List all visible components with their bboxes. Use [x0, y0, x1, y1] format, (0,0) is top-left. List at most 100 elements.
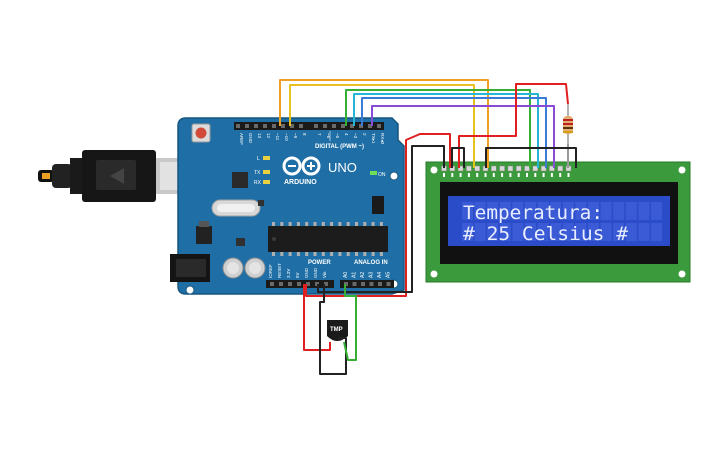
- digital-pin-hole[interactable]: [341, 124, 345, 128]
- lcd-cell: [651, 202, 662, 220]
- digital-pin-hole[interactable]: [377, 124, 381, 128]
- wire-cyan: [353, 93, 539, 168]
- digital-pin-hole[interactable]: [350, 124, 354, 128]
- lcd-cell: [487, 223, 499, 241]
- lcd-cell: [625, 202, 637, 220]
- lcd-pin[interactable]: [532, 165, 539, 172]
- analog-pin-hole[interactable]: [361, 282, 365, 286]
- wire-orange: [279, 79, 489, 168]
- digital-pin-hole[interactable]: [236, 124, 240, 128]
- lcd-cell: [537, 223, 549, 241]
- lcd-pin[interactable]: [491, 165, 497, 172]
- power-pin-label: 3.3V: [286, 269, 291, 278]
- digital-pin-hole[interactable]: [314, 124, 318, 128]
- digital-pin-label: RX◂0: [380, 133, 385, 145]
- digital-pin-hole[interactable]: [245, 124, 249, 128]
- atmega-chip: [268, 222, 388, 256]
- digital-pin-hole[interactable]: [254, 124, 258, 128]
- arduino-logo-text: ARDUINO: [284, 179, 317, 186]
- analog-pin-hole[interactable]: [352, 282, 357, 286]
- power-pin-hole[interactable]: [324, 282, 328, 286]
- on-led-label: ON: [378, 172, 386, 178]
- lcd-cell: [499, 223, 511, 241]
- analog-pin-label: A5: [386, 272, 392, 278]
- power-pin-hole[interactable]: [297, 282, 301, 286]
- lcd-pin[interactable]: [549, 165, 555, 172]
- lcd-pin[interactable]: [474, 165, 480, 172]
- digital-pin-label: AREF: [239, 133, 244, 145]
- digital-pin-hole[interactable]: [263, 124, 267, 128]
- power-pin-label: GND: [304, 267, 309, 278]
- digital-pin-label: 4: [344, 133, 349, 136]
- wire-red-sensor: [303, 284, 331, 351]
- wire-green-sensor: [343, 284, 357, 361]
- digital-pin-label: ~10: [284, 133, 289, 141]
- lcd-cell: [638, 223, 650, 241]
- status-leds: L TX RX ON: [254, 156, 386, 186]
- digital-pin-label: 13: [257, 133, 262, 139]
- digital-pin-hole[interactable]: [272, 124, 276, 128]
- small-component: [236, 238, 245, 246]
- lcd-cell: [550, 202, 562, 220]
- digital-pin-hole[interactable]: [290, 124, 294, 128]
- dc-power-jack: [170, 254, 210, 282]
- capacitors: [222, 257, 266, 279]
- lcd-pin[interactable]: [540, 165, 547, 172]
- power-pin-hole[interactable]: [270, 282, 274, 286]
- lcd-cell: [625, 223, 637, 241]
- lcd-line-1: Temperatura:: [463, 202, 603, 224]
- lcd-cell: [462, 223, 473, 241]
- lcd-pin[interactable]: [457, 165, 464, 172]
- power-pin-hole[interactable]: [288, 282, 292, 286]
- lcd-cell: [613, 223, 625, 241]
- digital-pin-hole[interactable]: [332, 124, 336, 128]
- wire-black-lcd-2: [451, 147, 465, 168]
- digital-pin-hole[interactable]: [299, 124, 303, 128]
- led-tx-label: TX: [254, 170, 261, 176]
- digital-pin-label: TX▸1: [371, 133, 376, 144]
- lcd-pin[interactable]: [524, 165, 530, 172]
- lcd-cell: [575, 223, 587, 241]
- power-pin-hole[interactable]: [306, 282, 310, 286]
- digital-pin-label: GND: [248, 133, 253, 144]
- lcd-16x2-module: Temperatura: # 25 Celsius #: [425, 161, 691, 283]
- digital-header-label: DIGITAL (PWM ~): [315, 144, 364, 150]
- wire-yellow: [289, 84, 475, 168]
- power-pin-hole[interactable]: [279, 282, 283, 286]
- analog-pin-hole[interactable]: [386, 282, 391, 286]
- analog-pin-hole[interactable]: [378, 282, 382, 286]
- sensor-label: TMP: [330, 327, 343, 333]
- digital-pin-hole[interactable]: [281, 124, 285, 128]
- lcd-pin[interactable]: [466, 165, 472, 172]
- wires: [279, 79, 577, 375]
- lcd-pin[interactable]: [507, 165, 514, 172]
- lcd-cell: [487, 202, 499, 220]
- wire-green: [345, 89, 531, 168]
- digital-pin-label: ~9: [293, 133, 298, 139]
- digital-pin-hole[interactable]: [368, 124, 372, 128]
- power-pin-label: IOREF: [268, 264, 273, 278]
- lcd-cell: [638, 202, 650, 220]
- reset-button[interactable]: [191, 123, 211, 143]
- lcd-cell: [588, 202, 599, 220]
- resistor: [563, 104, 573, 144]
- digital-pin-hole[interactable]: [323, 124, 327, 128]
- lcd-character-cells: [462, 202, 662, 241]
- lcd-cell: [525, 202, 536, 220]
- lcd-pin[interactable]: [499, 165, 505, 172]
- power-pin-label: GND: [313, 267, 318, 278]
- lcd-cell: [474, 223, 486, 241]
- analog-pin-hole[interactable]: [369, 282, 374, 286]
- lcd-pin[interactable]: [557, 165, 563, 172]
- analog-pin-label: A4: [377, 272, 383, 278]
- wire-black-gnd: [317, 145, 445, 293]
- tmp36-sensor: TMP: [327, 320, 348, 341]
- wire-black-sensor: [319, 284, 347, 375]
- analog-header-label: ANALOG IN: [354, 260, 388, 266]
- lcd-pin[interactable]: [515, 165, 522, 172]
- digital-pin-label: 8: [302, 133, 307, 136]
